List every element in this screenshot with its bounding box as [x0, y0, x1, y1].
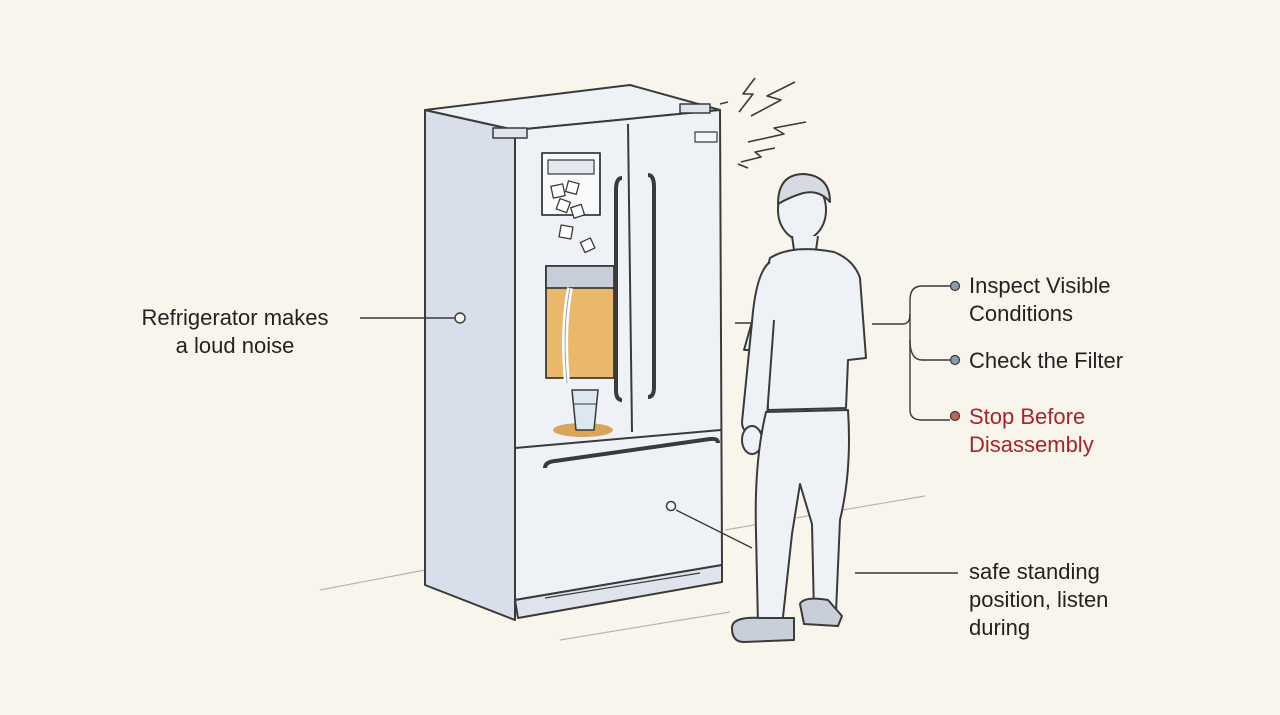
step-filter-label: Check the Filter: [969, 347, 1123, 375]
safe-position-label: safe standing position, listen during: [969, 558, 1108, 642]
noise-label: Refrigerator makes a loud noise: [120, 304, 350, 360]
water-glass-icon: [571, 389, 599, 431]
step-inspect-label: Inspect Visible Conditions: [969, 272, 1110, 328]
safe-connector: [675, 509, 958, 574]
step-inspect-line1: Inspect Visible: [969, 273, 1111, 298]
step-dot-filter: [949, 354, 961, 366]
safe-line2: position, listen: [969, 587, 1109, 612]
step-filter-line1: Check the Filter: [969, 348, 1124, 373]
step-inspect-line2: Conditions: [969, 301, 1073, 326]
steps-bracket: [872, 285, 950, 421]
noise-label-line1: Refrigerator makes: [141, 305, 329, 330]
person-illustration: [731, 173, 867, 643]
step-dot-stop: [949, 410, 961, 422]
ice-cube-icon: [550, 180, 596, 254]
step-stop-line2: Disassembly: [969, 432, 1094, 457]
noise-connector: [360, 312, 466, 324]
step-dot-inspect: [949, 280, 961, 292]
refrigerator-illustration: [424, 84, 723, 621]
noise-label-line2: a loud noise: [175, 333, 295, 358]
safe-line3: during: [969, 615, 1031, 640]
step-stop-line1: Stop Before: [969, 404, 1086, 429]
safe-line1: safe standing: [969, 559, 1100, 584]
noise-lightning-icon: [719, 77, 807, 169]
step-stop-label: Stop Before Disassembly: [969, 403, 1094, 459]
